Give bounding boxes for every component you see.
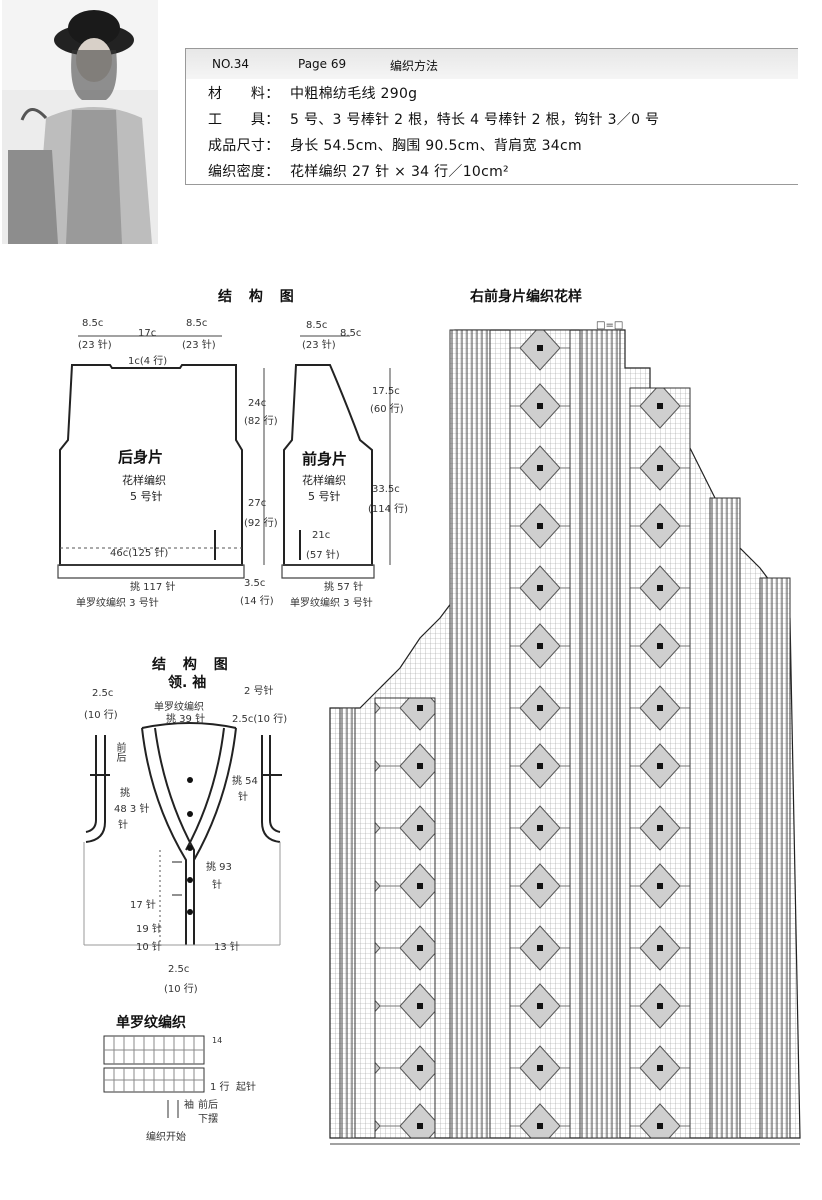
info-box: NO.34 Page 69 编织方法 材 料： 中粗棉纺毛线 290g 工 具：… [185, 48, 798, 185]
rib-cuff: 袖 [184, 1100, 194, 1111]
structure-title: 结 构 图 [218, 289, 300, 305]
collar-pick-93: 挑 93 [206, 862, 232, 873]
tools-label: 工 具： [208, 112, 280, 128]
collar-rib-label: 单罗纹编织 [154, 702, 204, 713]
collar-pick-39: 挑 39 针 [166, 714, 206, 725]
rib-row-1: 1 行 [210, 1082, 230, 1093]
size-label: 成品尺寸： [208, 138, 280, 154]
back-neck-rows: 1c(4 行) [128, 356, 168, 367]
back-pattern: 花样编织 [122, 474, 166, 487]
knit-chart-grid [329, 329, 801, 1145]
collar-needle: 2 号针 [244, 686, 274, 697]
front-needle: 5 号针 [308, 490, 341, 503]
materials-label: 材 料： [208, 86, 280, 102]
collar-17: 17 针 [130, 900, 156, 911]
back-width: 46c(125 针) [110, 548, 169, 559]
front-piece-name: 前身片 [302, 450, 348, 468]
front-neck-width: 8.5c [340, 328, 362, 339]
collar-subtitle: 领. 袖 [168, 675, 207, 691]
rib-cast-on: 起针 [236, 1082, 256, 1093]
collar-front-label: 前后 [114, 742, 125, 762]
back-shoulder-right-sts: (23 针) [182, 340, 216, 351]
back-needle: 5 号针 [130, 490, 163, 503]
back-armhole-rows: (82 行) [244, 416, 278, 427]
knit-chart-legend: □=□ [596, 320, 624, 331]
back-neck-width: 17c [138, 328, 157, 339]
collar-bottom-rows: (10 行) [164, 984, 198, 995]
materials-value: 中粗棉纺毛线 290g [290, 86, 418, 102]
rib-front-back: 前后 [198, 1100, 218, 1111]
back-piece-name: 后身片 [118, 448, 164, 466]
rib-start: 编织开始 [146, 1132, 186, 1143]
size-value: 身长 54.5cm、胸围 90.5cm、背肩宽 34cm [290, 138, 582, 154]
collar-title: 结 构 图 [152, 657, 234, 673]
page-number: Page 69 [298, 57, 347, 71]
front-width: 21c [312, 530, 331, 541]
collar-left-width: 2.5c [92, 688, 114, 699]
section-title: 编织方法 [390, 59, 439, 73]
collar-pick-93b: 针 [212, 880, 222, 891]
back-body-rows: (92 行) [244, 518, 278, 529]
model-illustration [2, 0, 158, 244]
collar-pick-48a: 挑 [120, 788, 130, 799]
pattern-number: NO.34 [212, 57, 250, 71]
front-rib: 单罗纹编织 3 号针 [290, 598, 373, 609]
collar-right-width: 2.5c(10 行) [232, 714, 288, 725]
front-body-rows: (114 行) [368, 504, 409, 515]
rib-chart-title: 单罗纹编织 [116, 1015, 186, 1031]
back-shoulder-right: 8.5c [186, 318, 208, 329]
tools-value: 5 号、3 号棒针 2 根，特长 4 号棒针 2 根，钩针 3／0 号 [290, 112, 660, 128]
front-neck-height: 17.5c [372, 386, 400, 397]
collar-19: 19 针 [136, 924, 162, 935]
collar-pick-54: 挑 54 [232, 776, 258, 787]
collar-pick-54b: 针 [238, 792, 248, 803]
front-rib-height: 3.5c [244, 578, 266, 589]
collar-10: 10 针 [136, 942, 162, 953]
front-rib-rows: (14 行) [240, 596, 274, 607]
back-body-height: 27c [248, 498, 267, 509]
front-pattern: 花样编织 [302, 474, 346, 487]
back-rib: 单罗纹编织 3 号针 [76, 598, 159, 609]
collar-13: 13 针 [214, 942, 240, 953]
front-shoulder: 8.5c [306, 320, 328, 331]
collar-bottom-width: 2.5c [168, 964, 190, 975]
gauge-label: 编织密度： [208, 164, 280, 180]
rib-row-14: 14 [212, 1036, 223, 1045]
back-shoulder-left: 8.5c [82, 318, 104, 329]
back-pickup: 挑 117 针 [130, 582, 176, 593]
collar-pick-48b: 48 3 针 [114, 804, 150, 815]
model-photo [2, 0, 158, 244]
rib-hem: 下摆 [198, 1114, 218, 1125]
collar-left-rows: (10 行) [84, 710, 118, 721]
info-header-bar [186, 49, 798, 79]
gauge-value: 花样编织 27 针 × 34 行／10cm² [290, 164, 509, 180]
knit-chart-title: 右前身片编织花样 [470, 289, 582, 305]
back-shoulder-left-sts: (23 针) [78, 340, 112, 351]
front-pickup: 挑 57 针 [324, 582, 364, 593]
front-body-height: 33.5c [372, 484, 400, 495]
front-neck-rows: (60 行) [370, 404, 404, 415]
back-armhole-height: 24c [248, 398, 267, 409]
collar-pick-48c: 针 [118, 820, 128, 831]
front-width-sts: (57 针) [306, 550, 340, 561]
front-shoulder-sts: (23 针) [302, 340, 336, 351]
